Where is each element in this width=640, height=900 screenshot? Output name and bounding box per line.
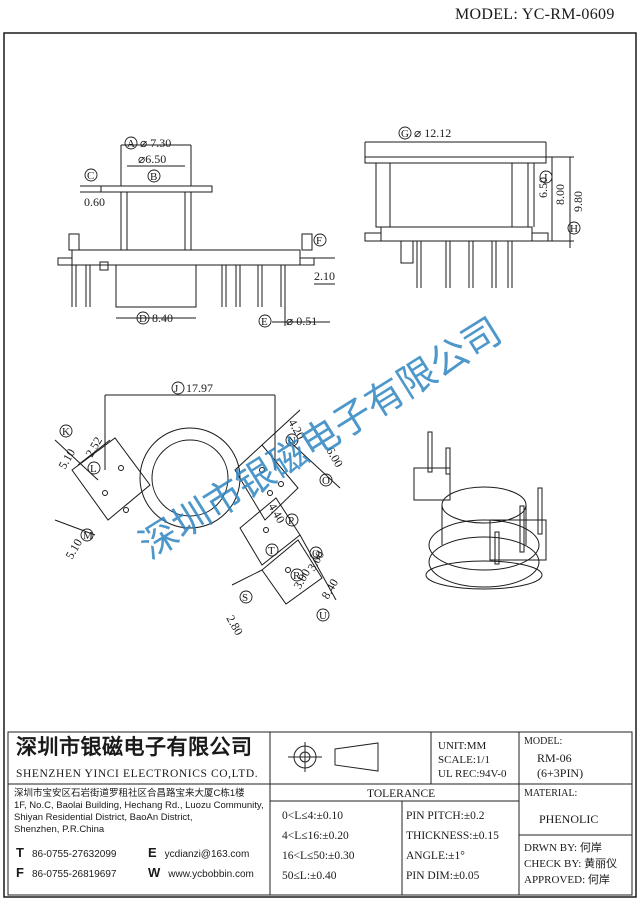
material-title: MATERIAL:	[524, 788, 578, 799]
approved-by-name: 何岸	[587, 874, 610, 886]
company-name-zh: 深圳市银磁电子有限公司	[16, 735, 253, 759]
front-view	[57, 144, 335, 326]
tolerance-right-3: ANGLE:±1°	[406, 850, 465, 862]
tolerance-left-3: 16<L≤50:±0.30	[282, 850, 355, 862]
unit: UNIT:MM	[438, 740, 487, 752]
dim-n: 5.10	[62, 536, 85, 561]
model-value: RM-06	[537, 751, 572, 765]
bottom-view	[54, 394, 341, 605]
callout-q: Q	[312, 548, 320, 560]
callout-p: P	[288, 515, 294, 527]
tolerance-right-4: PIN DIM:±0.05	[406, 870, 480, 882]
scale: SCALE:1/1	[438, 754, 490, 766]
tolerance-left-1: 0<L≤4:±0.10	[282, 810, 343, 822]
drawing-frame	[3, 32, 637, 898]
callout-letters: A B C D E F G H I J K L M N O P Q R S T …	[62, 128, 578, 622]
website-letter: W	[148, 865, 161, 880]
address-en-line3: Shenzhen, P.R.China	[14, 824, 105, 835]
dimension-values: ⌀ 7.30 ⌀6.50 0.60 8.40 ⌀ 0.51 2.10 ⌀ 12.…	[55, 126, 585, 638]
website-address: www.ycbobbin.com	[168, 869, 254, 880]
address-en-line1: 1F, No.C, Baolai Building, Hechang Rd., …	[14, 800, 264, 811]
dim-a: ⌀ 7.30	[140, 136, 171, 150]
tolerance-left-4: 50≤L:±0.40	[282, 870, 337, 882]
callout-o: O	[322, 475, 330, 487]
callout-j: J	[174, 383, 179, 395]
telephone-letter: T	[16, 845, 24, 860]
dim-f: 2.10	[314, 269, 335, 283]
dim-c: 0.60	[84, 195, 105, 209]
telephone-number: 86-0755-27632099	[31, 849, 117, 860]
dim-e: ⌀ 0.51	[286, 314, 317, 328]
model-label: MODEL: YC-RM-0609	[455, 6, 615, 23]
isometric-view	[413, 431, 547, 590]
side-view	[364, 141, 574, 288]
tolerance-left-2: 4<L≤16:±0.20	[282, 830, 349, 842]
dim-t: 2.80	[223, 613, 246, 638]
email-address: ycdianzi@163.com	[164, 849, 250, 860]
dim-m: 2.52	[82, 434, 105, 459]
dim-g: ⌀ 12.12	[414, 126, 451, 140]
callout-circles	[59, 126, 581, 622]
callout-l: L	[90, 463, 97, 475]
approved-by-label: APPROVED:	[524, 874, 586, 886]
checked-by-name: 黄丽仪	[584, 858, 618, 870]
callout-r: R	[293, 570, 301, 582]
tolerance-title: TOLERANCE	[367, 788, 436, 800]
dim-u: 8.40	[318, 576, 341, 601]
dim-b: ⌀6.50	[138, 152, 166, 166]
address-en-line2: Shiyan Residential District, BaoAn Distr…	[14, 812, 193, 823]
approved-by: APPROVED: 何岸	[524, 873, 610, 887]
callout-s: S	[242, 592, 248, 604]
fax: F 86-0755-26819697	[16, 866, 116, 882]
drawn-by-name: 何岸	[579, 842, 602, 854]
fax-letter: F	[16, 865, 24, 880]
checked-by-label: CHECK BY:	[524, 858, 582, 870]
callout-t: T	[268, 545, 275, 557]
callout-g: G	[401, 128, 409, 140]
callout-d: D	[139, 313, 147, 325]
callout-i: I	[544, 172, 548, 184]
drawn-by-label: DRWN BY:	[524, 842, 578, 854]
fax-number: 86-0755-26819697	[31, 869, 117, 880]
telephone: T 86-0755-27632099	[16, 846, 116, 862]
callout-c: C	[87, 170, 94, 182]
company-name-en: SHENZHEN YINCI ELECTRONICS CO,LTD.	[16, 768, 259, 780]
callout-b: B	[150, 171, 157, 183]
email-letter: E	[148, 845, 157, 860]
address-zh: 深圳市宝安区石岩街道罗租社区合昌路宝来大厦C栋1楼	[14, 788, 245, 799]
dim-i: 6.50	[536, 177, 550, 198]
callout-u: U	[319, 610, 327, 622]
dim-j: 8.00	[553, 184, 567, 205]
callout-k: K	[62, 426, 70, 438]
model-title: MODEL:	[524, 736, 563, 747]
callout-n: N	[288, 435, 296, 447]
material-value: PHENOLIC	[539, 812, 599, 826]
callout-f: F	[316, 235, 322, 247]
title-block-lines	[7, 731, 633, 896]
callout-m: M	[83, 530, 93, 542]
checked-by: CHECK BY: 黄丽仪	[524, 857, 617, 871]
dim-s: 3.00	[304, 548, 327, 573]
dim-h: 9.80	[571, 191, 585, 212]
watermark: 深圳市银磁电子有限公司	[131, 309, 509, 568]
dim-d: 8.40	[152, 311, 173, 325]
ul-rec: UL REC:94V-0	[438, 768, 507, 780]
drawn-by: DRWN BY: 何岸	[524, 841, 602, 855]
tolerance-right-1: PIN PITCH:±0.2	[406, 810, 485, 822]
callout-h: H	[570, 223, 578, 235]
tolerance-right-2: THICKNESS:±0.15	[406, 830, 499, 842]
callout-e: E	[261, 316, 268, 328]
model-pins: (6+3PIN)	[537, 766, 584, 780]
dim-k: 17.97	[186, 381, 213, 395]
callout-a: A	[127, 138, 135, 150]
